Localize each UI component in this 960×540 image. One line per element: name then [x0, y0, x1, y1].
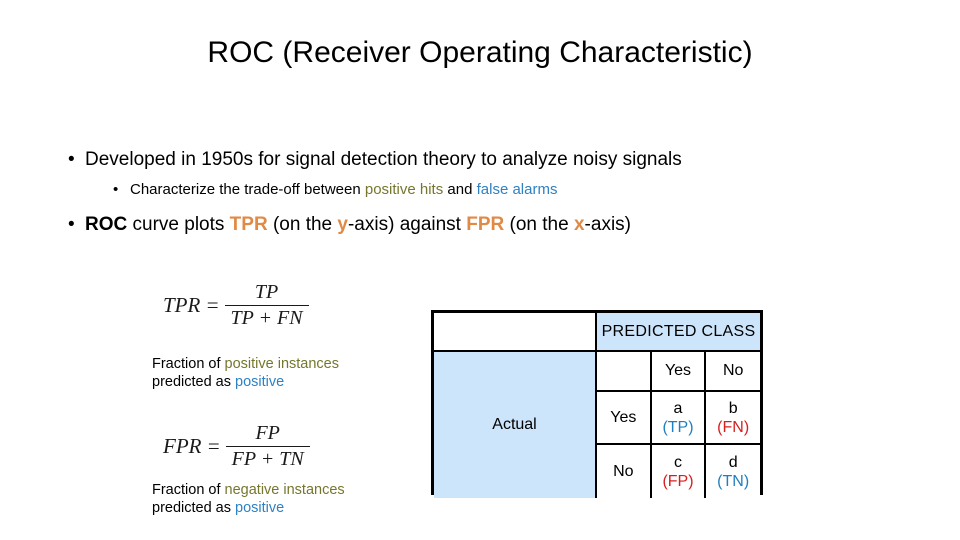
- bullet-3-roc: ROC: [85, 214, 128, 235]
- matrix-row-label-no: No: [595, 443, 652, 498]
- caption-fpr-line2-highlight: positive: [235, 500, 285, 516]
- matrix-header-row: PREDICTED CLASS: [434, 313, 760, 352]
- formula-tpr-denominator: TP + FN: [230, 307, 303, 329]
- matrix-cell-tp-letter: a: [673, 399, 683, 417]
- confusion-matrix: PREDICTED CLASS Actual Yes No Yes a (TP)…: [431, 310, 763, 498]
- matrix-cell-fn: b (FN): [704, 390, 760, 445]
- matrix-actual-header: Actual: [434, 350, 598, 498]
- bullet-3-text-part6: -axis) against: [347, 214, 467, 235]
- matrix-cell-fp-sub: (FP): [662, 472, 694, 490]
- bullet-1-text: Developed in 1950s for signal detection …: [85, 149, 682, 170]
- page-title: ROC (Receiver Operating Characteristic): [207, 36, 753, 69]
- table-row: No c (FP) d (TN): [434, 443, 760, 498]
- bullet-3-y-axis: y: [337, 214, 348, 235]
- formula-tpr-numerator: TP: [254, 281, 279, 303]
- matrix-col-label-yes: Yes: [649, 350, 707, 392]
- matrix-blank-mid: [595, 350, 652, 392]
- formula-tpr-bar: [224, 305, 309, 306]
- formula-fpr-bar: [225, 446, 310, 447]
- bullet-2-text-part1: Characterize the trade-off between: [130, 181, 365, 198]
- matrix-cell-tn-sub: (TN): [717, 472, 750, 490]
- caption-tpr-line2-plain: predicted as: [152, 374, 236, 390]
- bullet-3-text-part4: (on the: [267, 214, 338, 235]
- caption-fpr-line1-highlight: negative instances: [224, 482, 345, 498]
- table-row: Yes a (TP) b (FN): [434, 390, 760, 445]
- bullet-3-fpr: FPR: [466, 214, 505, 235]
- formula-tpr-fraction: TP TP + FN: [224, 281, 309, 330]
- bullet-level1-roc-curve: • ROC curve plots TPR (on the y-axis) aga…: [68, 213, 631, 237]
- matrix-corner-blank: [434, 313, 598, 352]
- bullet-3-text-part2: curve plots: [127, 214, 230, 235]
- bullet-3-text-part8: (on the: [504, 214, 574, 235]
- formula-fpr: FPR = FP FP + TN: [163, 422, 310, 471]
- bullet-marker-icon: •: [68, 214, 75, 235]
- caption-tpr-line2-highlight: positive: [235, 374, 285, 390]
- bullet-2-text-part2: and: [443, 181, 477, 198]
- bullet-2-false-alarms: false alarms: [476, 181, 558, 198]
- bullet-2-positive-hits: positive hits: [364, 181, 444, 198]
- matrix-col-label-no: No: [704, 350, 760, 392]
- matrix-cell-fn-sub: (FN): [717, 418, 750, 436]
- formula-fpr-denominator: FP + TN: [231, 448, 304, 470]
- formula-fpr-fraction: FP FP + TN: [225, 422, 310, 471]
- formula-fpr-equals: =: [206, 434, 221, 458]
- matrix-cell-fn-letter: b: [728, 399, 738, 417]
- matrix-cell-tp: a (TP): [649, 390, 707, 445]
- formula-fpr-lhs: FPR: [163, 434, 202, 458]
- matrix-row-label-yes: Yes: [595, 390, 652, 445]
- formula-tpr: TPR = TP TP + FN: [163, 281, 309, 330]
- confusion-matrix-table: PREDICTED CLASS Actual Yes No Yes a (TP)…: [434, 313, 760, 498]
- bullet-level2-characterize: • Characterize the trade-off between posi…: [113, 180, 557, 200]
- formula-fpr-numerator: FP: [255, 422, 280, 444]
- bullet-marker-icon: •: [113, 181, 119, 198]
- bullet-3-text-part10: -axis): [584, 214, 631, 235]
- matrix-column-label-row: Actual Yes No: [434, 350, 760, 498]
- matrix-cell-fp: c (FP): [649, 443, 707, 498]
- caption-tpr-line1-highlight: positive instances: [224, 356, 339, 372]
- formula-tpr-lhs: TPR: [163, 293, 201, 317]
- caption-tpr-line1-plain: Fraction of: [152, 356, 225, 372]
- caption-fpr-line1-plain: Fraction of: [152, 482, 225, 498]
- bullet-3-x-axis: x: [573, 214, 585, 235]
- bullet-3-tpr: TPR: [229, 214, 268, 235]
- matrix-cell-tp-sub: (TP): [662, 418, 694, 436]
- bullet-marker-icon: •: [68, 149, 75, 170]
- matrix-cell-tn: d (TN): [704, 443, 760, 498]
- caption-fpr-line2-plain: predicted as: [152, 500, 236, 516]
- caption-tpr: Fraction of positive instances predicted…: [152, 355, 339, 391]
- matrix-predicted-class-header: PREDICTED CLASS: [595, 313, 760, 352]
- bullet-level1-developed: • Developed in 1950s for signal detection…: [68, 148, 682, 172]
- formula-tpr-equals: =: [205, 293, 220, 317]
- matrix-cell-fp-letter: c: [674, 453, 682, 471]
- matrix-cell-tn-letter: d: [728, 453, 738, 471]
- caption-fpr: Fraction of negative instances predicted…: [152, 481, 345, 517]
